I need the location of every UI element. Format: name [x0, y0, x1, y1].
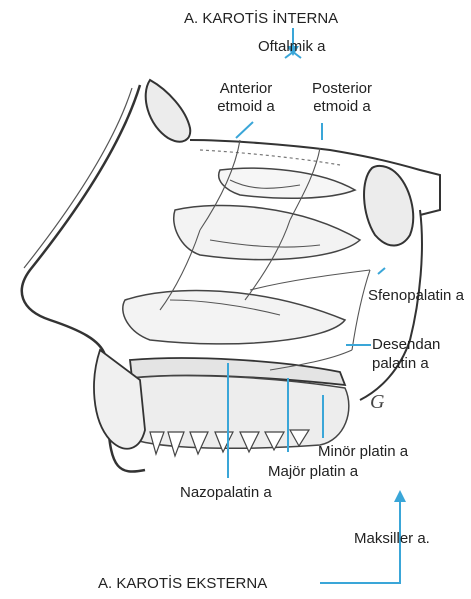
label-posterior-ethmoid-line2: etmoid a: [305, 98, 379, 115]
leader-anterior-ethmoid: [236, 122, 253, 138]
label-anterior-ethmoid-line1: Anterior: [212, 80, 280, 97]
label-anterior-ethmoid-line2: etmoid a: [212, 98, 280, 115]
frontal-sinus: [146, 80, 191, 142]
label-posterior-ethmoid-line1: Posterior: [305, 80, 379, 97]
middle-turbinate: [174, 205, 360, 259]
label-nasopalatine: Nazopalatin a: [180, 484, 272, 501]
arrow-maxillary: [394, 490, 406, 502]
illustrator-signature: G: [370, 394, 384, 411]
label-internal-carotid: A. KAROTİS İNTERNA: [184, 10, 338, 27]
sphenoid-sinus: [364, 166, 413, 246]
label-sphenopalatine: Sfenopalatin a: [368, 287, 464, 304]
superior-turbinate: [219, 168, 355, 198]
nose-profile-inner: [24, 88, 132, 268]
label-descending-palatine-line1: Desendan: [372, 336, 440, 353]
label-descending-palatine-line2: palatin a: [372, 355, 429, 372]
label-maxillary: Maksiller a.: [354, 530, 430, 547]
label-major-palatine: Majör platin a: [268, 463, 358, 480]
label-minor-palatine: Minör platin a: [318, 443, 408, 460]
inferior-turbinate: [123, 290, 345, 343]
label-ophthalmic: Oftalmik a: [258, 38, 326, 55]
leader-sphenopalatine: [378, 268, 385, 274]
maxilla: [132, 376, 349, 449]
label-external-carotid: A. KAROTİS EKSTERNA: [98, 575, 267, 592]
